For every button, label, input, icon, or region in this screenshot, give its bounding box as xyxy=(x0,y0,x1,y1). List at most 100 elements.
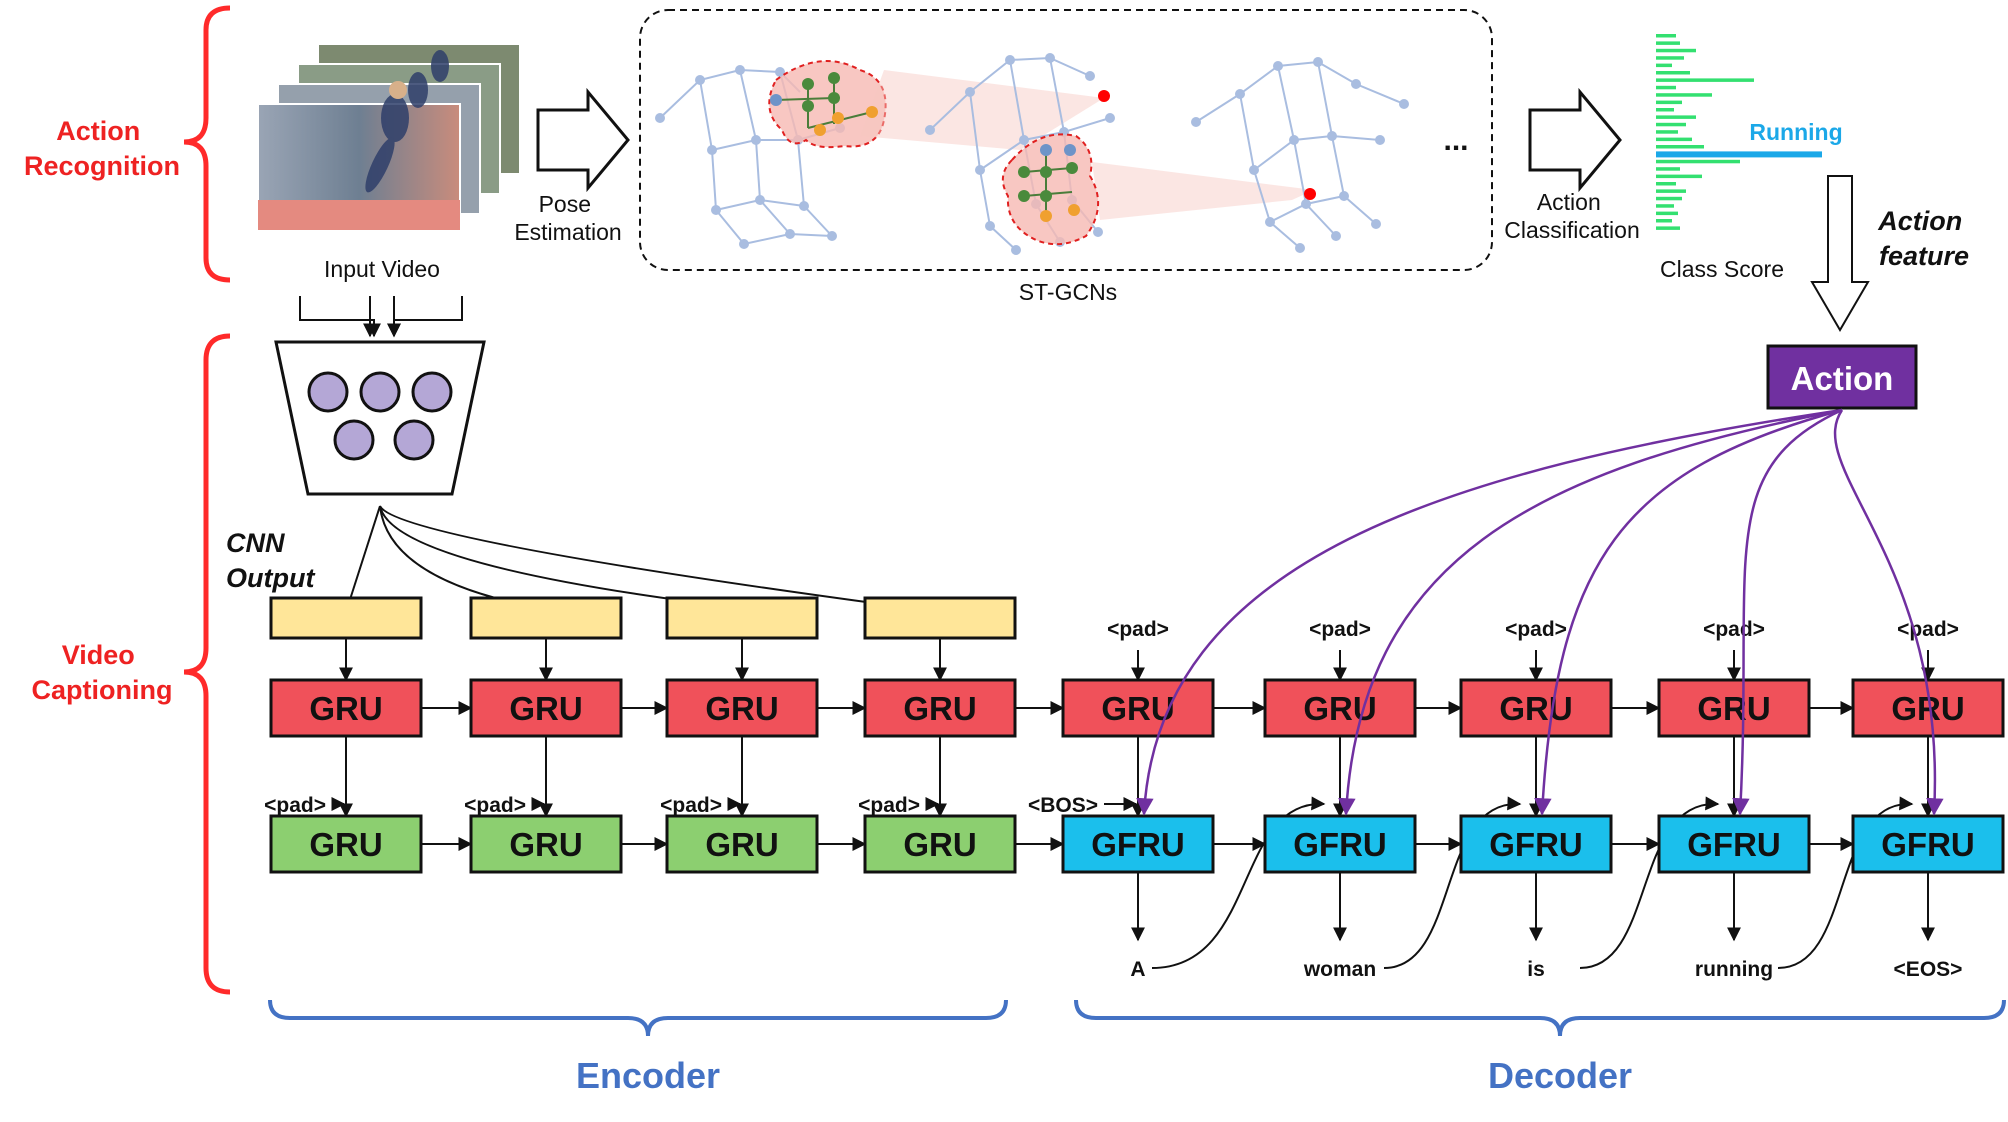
class-bar xyxy=(1656,189,1686,193)
stgcn-label: ST-GCNs xyxy=(1019,279,1117,305)
encoder-gru-top-label: GRU xyxy=(509,690,582,727)
action-feature-arrow-to-gfru xyxy=(1732,408,1843,816)
word-feedback-arrow xyxy=(1383,796,1522,969)
pose-estimation-label: Pose Estimation xyxy=(514,191,621,245)
stgcn-box xyxy=(639,9,1493,271)
input-video-frames xyxy=(257,43,521,231)
action-classification-arrow xyxy=(1528,87,1622,193)
encoder-pad-token: <pad> xyxy=(264,794,326,817)
encoder-pad-token: <pad> xyxy=(464,794,526,817)
input-to-cnn-arrows xyxy=(299,296,463,338)
action-feature-arrow-to-gfru xyxy=(1338,408,1843,816)
class-bar xyxy=(1656,226,1680,230)
word-feedback-arrow xyxy=(1151,796,1326,969)
input-video-label: Input Video xyxy=(324,256,440,282)
class-bar xyxy=(1656,85,1676,90)
encoder-feature-box xyxy=(469,596,623,640)
class-bar xyxy=(1656,174,1702,179)
action-feature-label: Action feature xyxy=(1877,206,1970,271)
class-bar xyxy=(1656,145,1704,149)
encoder-gru-bottom-label: GRU xyxy=(705,826,778,863)
class-bar xyxy=(1656,56,1684,60)
cnn-block xyxy=(274,340,486,496)
decoder-pad-token: <pad> xyxy=(1897,618,1959,641)
action-box-label: Action xyxy=(1791,360,1894,397)
video-captioning-label: Video Captioning xyxy=(32,640,173,705)
class-bar xyxy=(1656,204,1674,208)
decoder-gfru-label: GFRU xyxy=(1293,826,1387,863)
decoder-pad-token: <pad> xyxy=(1309,618,1371,641)
decoder-gfru-label: GFRU xyxy=(1881,826,1975,863)
class-bar xyxy=(1656,78,1754,82)
stgcn-neighborhood-2 xyxy=(1001,133,1314,246)
class-bar xyxy=(1656,63,1672,68)
output-word: is xyxy=(1527,958,1545,981)
encoder-pad-token: <pad> xyxy=(858,794,920,817)
decoder-gfru-label: GFRU xyxy=(1687,826,1781,863)
class-bar xyxy=(1656,219,1672,223)
encoder-gru-bottom-label: GRU xyxy=(903,826,976,863)
encoder-gru-top-label: GRU xyxy=(903,690,976,727)
class-bar xyxy=(1656,34,1676,38)
caption-network: GRU GRU <pad> GRU GRU <pad> GRU GRU <pad> GRU GRU <… xyxy=(264,408,2005,981)
encoder-label: Encoder xyxy=(576,1055,720,1096)
encoder-pad-token: <pad> xyxy=(660,794,722,817)
output-word: woman xyxy=(1303,958,1376,981)
encoder-feature-box xyxy=(665,596,819,640)
action-feature-arrow xyxy=(1810,175,1870,332)
encoder-gru-bottom-label: GRU xyxy=(509,826,582,863)
output-word: A xyxy=(1130,958,1145,981)
running-class-label: Running xyxy=(1749,119,1842,145)
class-bar xyxy=(1656,41,1680,45)
class-score-bars xyxy=(1656,34,1822,230)
word-feedback-arrow xyxy=(1579,796,1720,969)
action-recognition-label: Action Recognition xyxy=(24,116,180,181)
encoder-gru-bottom-label: GRU xyxy=(309,826,382,863)
encoder-gru-bottom xyxy=(665,814,819,874)
decoder-gfru-label: GFRU xyxy=(1091,826,1185,863)
action-classification-label: Action Classification xyxy=(1504,189,1640,243)
encoder-gru-top xyxy=(469,678,623,738)
class-bar xyxy=(1656,196,1682,201)
class-bar xyxy=(1656,167,1680,171)
pose-estimation-arrow xyxy=(536,87,630,193)
class-score-label: Class Score xyxy=(1660,256,1784,282)
cnn-output-arrows xyxy=(343,505,942,618)
output-word: running xyxy=(1695,958,1773,981)
class-bar xyxy=(1656,122,1686,127)
encoder-brace xyxy=(268,999,1008,1037)
class-bar xyxy=(1656,115,1696,119)
decoder-gru-label: GRU xyxy=(1303,690,1376,727)
class-bar xyxy=(1656,137,1692,142)
encoder-feature-box xyxy=(269,596,423,640)
encoder-gru-top xyxy=(863,678,1017,738)
decoder-gru-label: GRU xyxy=(1697,690,1770,727)
action-feature-arrow-to-gfru xyxy=(1833,409,1944,816)
class-bar xyxy=(1656,182,1676,186)
decoder-pad-token: <pad> xyxy=(1505,618,1567,641)
encoder-gru-top-label: GRU xyxy=(705,690,778,727)
class-bar xyxy=(1656,130,1678,134)
bos-token: <BOS> xyxy=(1028,794,1098,817)
stgcn-graph-3 xyxy=(1191,57,1409,253)
class-bar xyxy=(1656,108,1674,112)
action-recognition-brace xyxy=(183,5,231,283)
encoder-feature-box xyxy=(863,596,1017,640)
stgcn-neighborhood-1 xyxy=(768,60,1104,150)
word-feedback-arrow xyxy=(1777,796,1914,969)
output-word: <EOS> xyxy=(1894,958,1963,981)
class-bar xyxy=(1656,159,1740,164)
encoder-gru-top-label: GRU xyxy=(309,690,382,727)
decoder-pad-token: <pad> xyxy=(1107,618,1169,641)
decoder-brace xyxy=(1074,999,2006,1037)
class-bar-running xyxy=(1656,151,1822,158)
decoder-gru-label: GRU xyxy=(1499,690,1572,727)
stgcn-ellipsis: ... xyxy=(1443,124,1468,157)
cnn-output-label: CNN Output xyxy=(226,528,315,593)
class-bar xyxy=(1656,48,1696,53)
class-bar xyxy=(1656,100,1682,105)
class-bar xyxy=(1656,93,1712,97)
action-feature-arrow-to-gfru xyxy=(1534,408,1843,816)
action-box xyxy=(1766,344,1918,410)
